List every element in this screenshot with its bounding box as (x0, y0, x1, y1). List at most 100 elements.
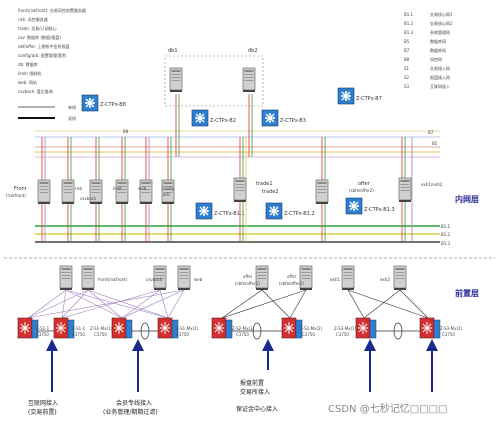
switch-icon (195, 202, 213, 220)
switch-icon (345, 197, 363, 215)
ctp-b3-label: Z-CTPx-B3 (280, 118, 306, 124)
db2-label: db2 (248, 48, 258, 54)
server-icon (37, 179, 51, 205)
legend-right-label: 报盘接入网 (430, 74, 450, 80)
arb-label: arb (163, 192, 170, 197)
access-c-line1: 报盘前置 (240, 379, 264, 387)
server-icon (315, 179, 329, 205)
ctp-b12-label: Z-CTPx-B1.2 (284, 211, 315, 217)
legend-right-code: B1.3 (404, 30, 414, 35)
server-icon (299, 265, 313, 291)
offer2-label: offer (287, 274, 297, 279)
web2-label: web (194, 277, 203, 282)
access-b-line1: 会员专线接入 (116, 399, 152, 407)
legend-left-item: front(riskfront): 交易风控前置服务器 (18, 7, 86, 13)
server-icon (177, 265, 191, 291)
exti-label: exti1/exti2 (421, 182, 443, 187)
legend-right-label: 互联网接入 (430, 83, 450, 89)
sw2b-sub: C3750 (176, 332, 189, 337)
sw4b-sub: C3750 (442, 332, 455, 337)
b11-label: B1.1 (441, 224, 451, 229)
sw1a-label: Z-S1-1 (36, 326, 50, 331)
ctp-b11-label: Z-CTPx-B1.1 (214, 211, 245, 217)
legend-right-code: B1.2 (404, 21, 414, 26)
switch-icon (81, 94, 99, 112)
server-icon (341, 265, 355, 291)
ctp-b7-label: Z-CTPx-B7 (356, 96, 382, 102)
access-a-line1: 互联网接入 (28, 399, 58, 407)
server-icon (398, 177, 412, 203)
legend-left-item: ebf/offer: 上期所中金所报盘 (18, 43, 70, 49)
offer-label: offer (358, 181, 371, 187)
db-group: db1 db2 (164, 48, 264, 107)
router-icon (355, 317, 377, 339)
server-icon (139, 179, 153, 205)
legend-right-label: 系统管理网 (430, 29, 450, 35)
legend-right-label: 数据库网 (430, 47, 446, 53)
legend-right-code: S2 (404, 75, 410, 80)
offer1-sub-label: (sbfe/offer1) (235, 281, 260, 286)
sw2a-label: Z-S1-Mx(1) (90, 326, 113, 331)
offer2-sub-label: (sbfe/offer2) (279, 281, 304, 286)
mesh-lines (27, 289, 429, 319)
trade2-label: trade2 (262, 189, 279, 195)
sw3a-label: Z-S2-Mx(1) (232, 326, 255, 331)
legend-right-code: B5 (404, 39, 410, 44)
exti-a-label: exti1 (330, 277, 340, 282)
hsrp-links (38, 322, 420, 340)
limit-label: limit (113, 186, 122, 191)
server-icon (115, 179, 129, 205)
legend-left-item: config/arb: 配置管理/套利 (18, 52, 66, 58)
legend-left-item: risk: 风控服务器 (18, 16, 48, 22)
sw4a-label: Z-S3-Mx(1) (334, 326, 357, 331)
front-layer-title: 前置层 (455, 288, 479, 298)
server-icon (242, 67, 256, 93)
b5-label: B5 (432, 141, 438, 146)
config-label: config (162, 186, 175, 191)
exti-b-label: exti2 (380, 277, 390, 282)
inner-switches: Z-CTPx-B8 Z-CTPx-B2 Z-CTPx-B3 Z-CTPx-B7 … (81, 87, 395, 220)
legend-right-label: 交易核心网2 (430, 20, 453, 26)
front-servers: front(riskfront) csvback web offer (sbfe… (59, 265, 407, 291)
ctp-b2-label: Z-CTPx-B2 (210, 118, 236, 124)
server-icon (255, 265, 269, 291)
single-line-label: 单线 (68, 104, 76, 110)
router-icon (157, 317, 179, 339)
sw1a-sub: C3750 (36, 332, 49, 337)
legend-right-code: S1 (404, 66, 410, 71)
access-c-line2: 交易所接入 (240, 388, 270, 396)
sw2a-sub: C3750 (94, 332, 107, 337)
access-b-line2: (业务管理/期期过滤) (103, 408, 158, 416)
dual-line-label: 双线 (68, 115, 76, 121)
router-icon (53, 317, 75, 339)
legend-right-label: 交易核心网1 (430, 11, 453, 17)
router-icon (419, 317, 441, 339)
router-icon (281, 317, 303, 339)
router-icon (111, 317, 133, 339)
sw1b-sub: C3750 (72, 332, 85, 337)
legend-left-item: trade: 交易/订阅核心 (18, 25, 57, 31)
server-icon (233, 177, 247, 203)
sw1b-label: Z-S1-1 (72, 326, 86, 331)
sw3a-sub: C3750 (236, 332, 249, 337)
legend-right-code: B8 (404, 57, 410, 62)
switch-icon (261, 109, 279, 127)
inner-layer-title: 内网层 (455, 194, 479, 204)
server-icon (393, 265, 407, 291)
legend-left-item: csvback: 盘后查询 (18, 88, 53, 94)
b7-label: B7 (428, 130, 434, 135)
switch-icon (337, 87, 355, 105)
sw3b-label: Z-S2-Mx(2) (300, 326, 323, 331)
bottom-labels: 互联网接入 (交易前置) 会员专线接入 (业务管理/期期过滤) 报盘前置 交易所… (28, 379, 278, 416)
access-d-line3: 保证金中心接入 (236, 405, 278, 413)
trade1-label: trade1 (256, 181, 273, 187)
legend-right-code: S3 (404, 84, 410, 89)
csvback-label: csvback (80, 196, 97, 201)
switch-icon (191, 109, 209, 127)
b13-label: B1.3 (441, 241, 451, 246)
legend-left-item: db: 数据库 (18, 61, 38, 67)
server-icon (81, 265, 95, 291)
legend-right-code: B1.1 (404, 12, 414, 17)
